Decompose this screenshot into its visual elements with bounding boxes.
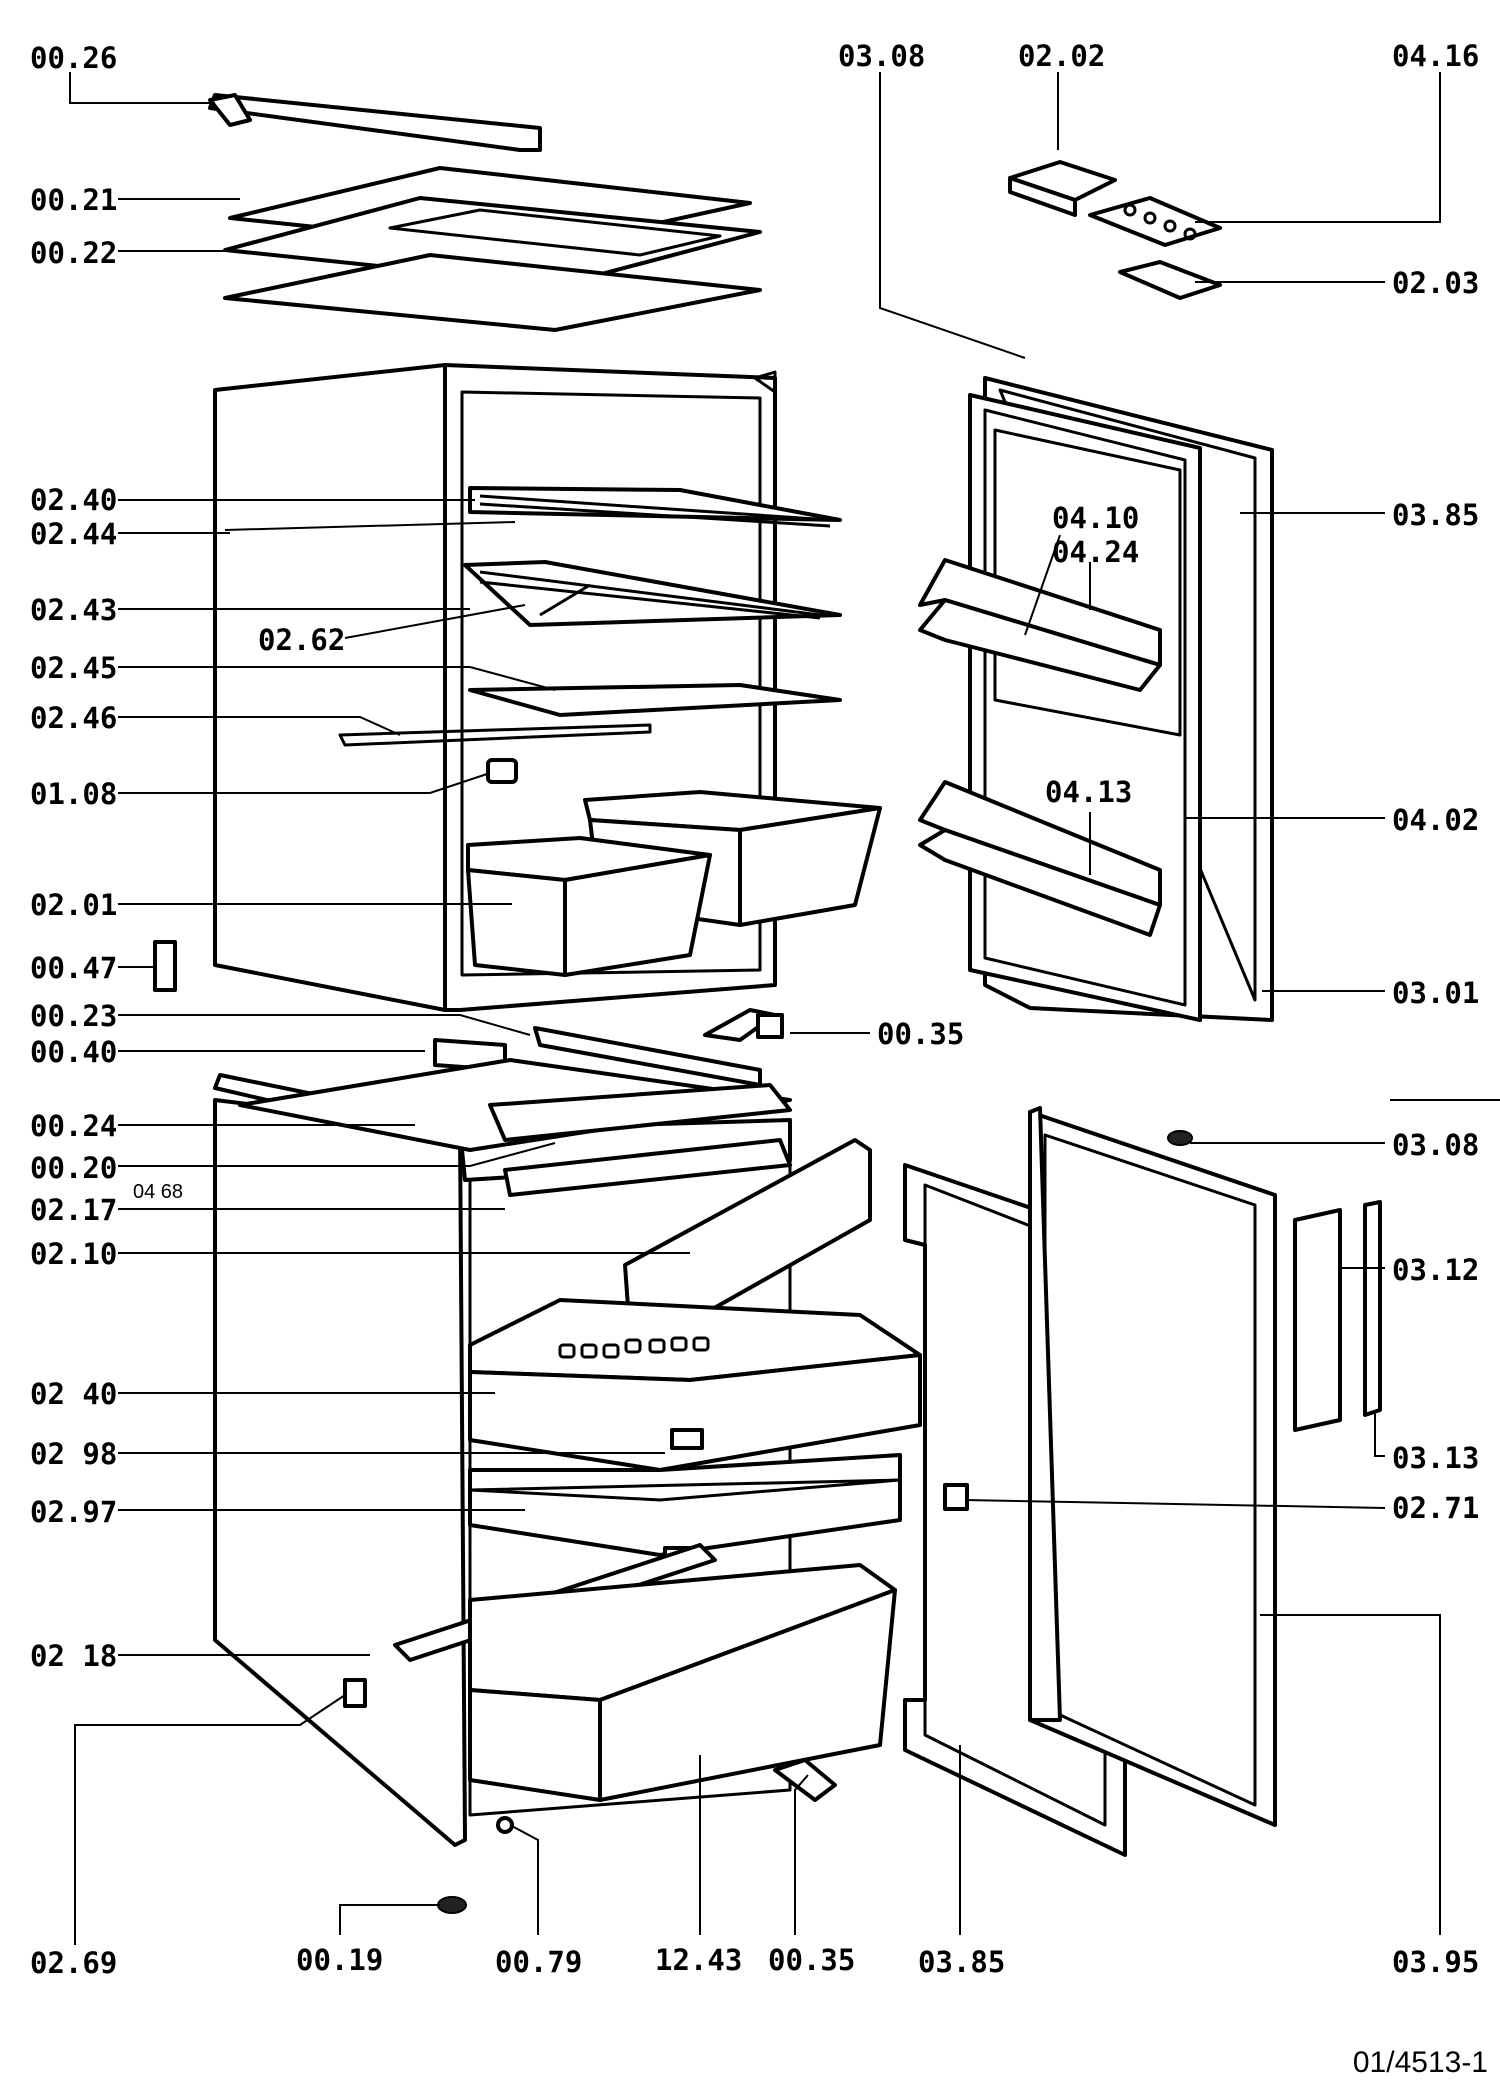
label-02-17: 02.17: [30, 1193, 117, 1227]
label-00-20: 00.20: [30, 1151, 117, 1185]
door-latch: [943, 1483, 969, 1511]
door-hinge-upper: [703, 1008, 784, 1042]
butter-box: [1008, 160, 1117, 217]
egg-tray: [1088, 196, 1222, 247]
label-03-13: 03.13: [1392, 1441, 1479, 1475]
label-02-18: 02 18: [30, 1639, 117, 1673]
label-02-43: 02.43: [30, 593, 117, 627]
label-02-97: 02.97: [30, 1495, 117, 1529]
label-02-71: 02.71: [1392, 1491, 1479, 1525]
foot-cap: [437, 1896, 467, 1914]
label-00-24: 00.24: [30, 1109, 117, 1143]
label-02-40-low: 02 40: [30, 1377, 117, 1411]
label-03-12: 03.12: [1392, 1253, 1479, 1287]
label-12-43: 12.43: [655, 1943, 742, 1977]
drawer-handle-upper: [670, 1428, 704, 1450]
upper-door-bins: [918, 558, 1162, 937]
label-02-03: 02.03: [1392, 266, 1479, 300]
label-00-23: 00.23: [30, 999, 117, 1033]
label-02-01: 02.01: [30, 888, 117, 922]
label-02-46: 02.46: [30, 701, 117, 735]
label-03-08-top: 03.08: [838, 39, 925, 73]
label-02-10: 02.10: [30, 1237, 117, 1271]
label-03-01: 03.01: [1392, 976, 1479, 1010]
label-00-40: 00.40: [30, 1035, 117, 1069]
thermostat-knob: [486, 758, 518, 784]
door-hinge-lower: [773, 1758, 837, 1802]
label-00-47: 00.47: [30, 951, 117, 985]
lower-hinge-block: [343, 1678, 367, 1708]
label-00-35-mid: 00.35: [877, 1017, 964, 1051]
label-03-95: 03.95: [1392, 1945, 1479, 1979]
label-02-98: 02 98: [30, 1437, 117, 1471]
leader-lines: [69, 72, 1500, 1945]
label-00-22: 00.22: [30, 236, 117, 270]
label-00-21: 00.21: [30, 183, 117, 217]
label-04-10: 04.10: [1052, 501, 1139, 535]
label-03-85-low: 03.85: [918, 1945, 1005, 1979]
door-handle: [1293, 1200, 1382, 1432]
label-00-35-low: 00.35: [768, 1943, 855, 1977]
label-04-68: 04 68: [133, 1181, 183, 1203]
lower-door: [1028, 1106, 1277, 1827]
freezer-drawer-upper: [468, 1298, 922, 1472]
label-04-02: 04.02: [1392, 803, 1479, 837]
label-02-44: 02.44: [30, 517, 117, 551]
label-00-79: 00.79: [495, 1945, 582, 1979]
label-03-85-top: 03.85: [1392, 498, 1479, 532]
label-04-13: 04.13: [1045, 775, 1132, 809]
hinge-plate: [153, 940, 177, 992]
upper-door-inner: [968, 393, 1202, 1022]
screw: [496, 1816, 514, 1834]
freezer-drawer-bottom: [468, 1563, 897, 1802]
drawing-reference: 01/4513-1: [1353, 2046, 1488, 2079]
fridge-shelves: [224, 486, 842, 747]
label-01-08: 01.08: [30, 777, 117, 811]
evaporator-panel: [488, 1083, 792, 1197]
label-02-69: 02.69: [30, 1946, 117, 1980]
label-04-16: 04.16: [1392, 39, 1479, 73]
label-02-45: 02.45: [30, 651, 117, 685]
crisper-drawers: [466, 790, 882, 977]
label-02-02: 02.02: [1018, 39, 1105, 73]
label-02-40-top: 02.40: [30, 483, 117, 517]
door-stop: [1167, 1130, 1193, 1146]
label-00-19: 00.19: [296, 1943, 383, 1977]
freezer-drawer-middle: [468, 1453, 902, 1568]
part-labels: 00.26 00.21 00.22 03.08 02.02 04.16 02.0…: [30, 39, 1488, 2079]
top-cover-panels: [223, 166, 762, 332]
label-00-26: 00.26: [30, 41, 117, 75]
label-04-24: 04.24: [1052, 535, 1139, 569]
top-trim-strip: [208, 93, 542, 152]
label-03-08-mid: 03.08: [1392, 1128, 1479, 1162]
label-02-62: 02.62: [258, 623, 345, 657]
ice-tray: [1118, 260, 1222, 300]
